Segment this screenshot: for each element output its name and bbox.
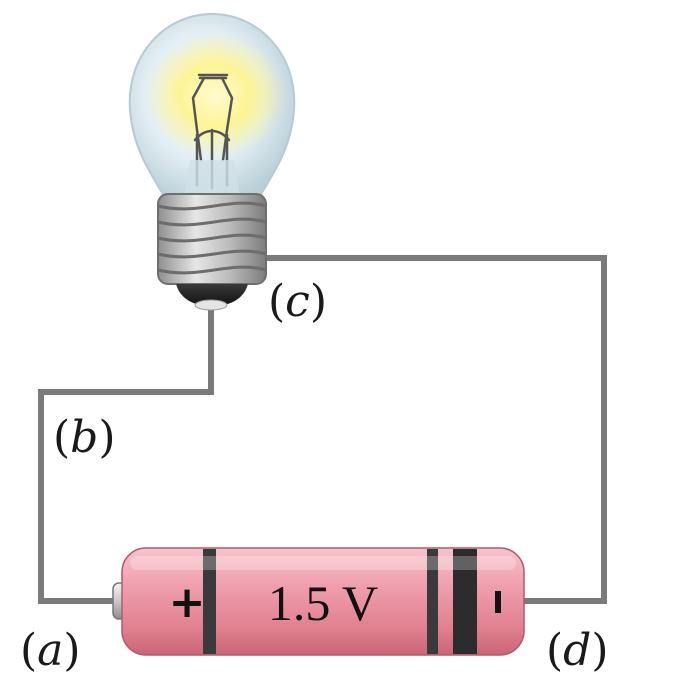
battery-positive-sign: + [169, 577, 206, 628]
svg-text:(d): (d) [546, 625, 609, 676]
battery-voltage-label: 1.5 V [268, 575, 378, 631]
label-b-letter: b [70, 412, 98, 463]
svg-text:(b): (b) [53, 412, 116, 463]
light-bulb [128, 12, 296, 311]
label-d-letter: d [563, 625, 591, 676]
svg-text:(a): (a) [20, 625, 81, 676]
bulb-tip [194, 299, 228, 311]
svg-text:(c): (c) [268, 276, 327, 327]
label-a-letter: a [37, 625, 63, 676]
battery-body [121, 547, 525, 656]
bulb-threads [157, 201, 267, 275]
label-d: (d) [546, 625, 609, 676]
battery-negative-sign [495, 591, 501, 613]
bulb-stem [184, 160, 240, 196]
battery-band-left [203, 549, 216, 654]
label-a: (a) [20, 625, 81, 676]
wire-d [256, 255, 607, 604]
label-b: (b) [53, 412, 116, 463]
label-c-letter: c [285, 276, 310, 327]
battery-band-right-thin [427, 549, 438, 654]
label-c: (c) [268, 276, 327, 327]
filament-glow [145, 33, 285, 157]
battery-band-right-thick [453, 549, 477, 654]
battery-highlight [130, 556, 516, 570]
bulb-insulator [176, 284, 248, 306]
wire-b [38, 308, 214, 604]
battery: + 1.5 V [112, 547, 525, 656]
